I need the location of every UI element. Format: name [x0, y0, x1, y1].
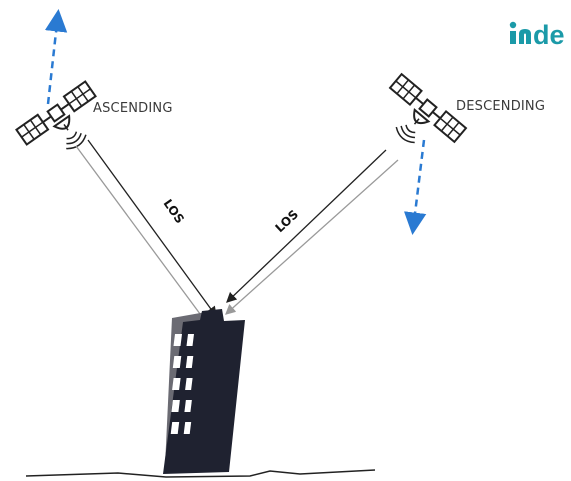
los-label-right: LOS — [272, 207, 301, 235]
building-body — [163, 309, 245, 474]
ground-line — [25, 469, 376, 478]
descending-track-arrow — [403, 139, 427, 235]
ascending-track-arrow — [44, 9, 68, 105]
building-door — [143, 444, 153, 457]
ascending-label: ASCENDING — [93, 101, 173, 116]
building-window — [185, 356, 194, 368]
building-window — [171, 400, 180, 412]
building-window — [145, 400, 154, 412]
building-window — [173, 334, 182, 346]
los-label-left: LOS — [161, 197, 187, 226]
building-windows — [143, 334, 194, 457]
logo: de — [509, 20, 565, 50]
building-window — [183, 422, 192, 434]
building-window — [160, 334, 169, 346]
building-window — [147, 334, 156, 346]
building-window — [146, 356, 156, 368]
building-window — [157, 422, 167, 434]
logo-text: de — [533, 20, 565, 50]
building-window — [159, 378, 168, 390]
building-window — [146, 378, 155, 390]
building-window — [170, 422, 180, 434]
building-window — [158, 400, 167, 412]
building-window — [186, 334, 194, 346]
building-window — [172, 378, 181, 390]
los-left-light-line — [75, 145, 207, 324]
descending-satellite-icon — [388, 72, 468, 144]
tilted-building — [143, 309, 245, 474]
building-window — [159, 356, 169, 368]
building-window — [144, 422, 154, 434]
los-left-dark-line — [87, 139, 217, 318]
los-right-light-line — [225, 159, 399, 315]
building-window — [172, 356, 182, 368]
descending-label: DESCENDING — [456, 99, 545, 114]
building-window — [185, 378, 193, 390]
ascending-satellite-icon — [15, 80, 97, 150]
los-right-dark-line — [226, 149, 387, 303]
building-window — [184, 400, 192, 412]
logo-mark-icon — [509, 21, 531, 44]
